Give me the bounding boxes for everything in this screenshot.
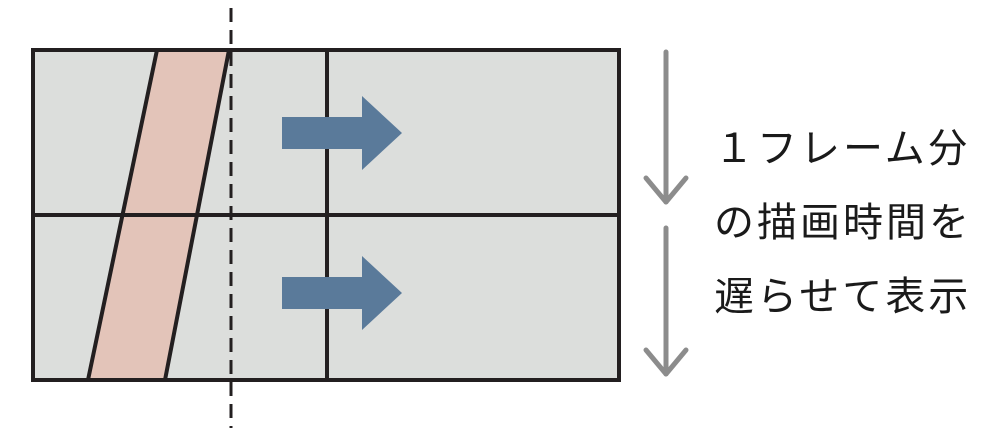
right-arrow-icon	[282, 96, 402, 170]
frame-lines	[31, 48, 621, 382]
caption-line-1: １フレーム分	[714, 126, 971, 172]
caption-line-2: の描画時間を	[714, 200, 972, 246]
down-arrow-icon	[643, 49, 689, 205]
caption-line-3: 遅らせて表示	[714, 274, 972, 320]
caption-text: １フレーム分 の描画時間を 遅らせて表示	[714, 112, 994, 334]
right-arrow-icon	[282, 256, 402, 330]
down-arrow-icon	[643, 225, 689, 377]
